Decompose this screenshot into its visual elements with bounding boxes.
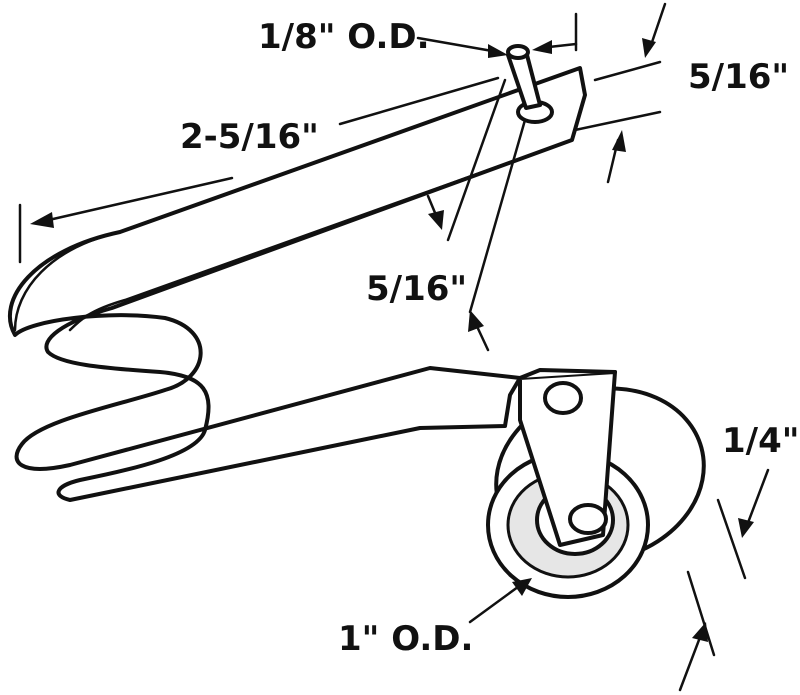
- pin-od-leader: [416, 36, 500, 54]
- wheel-thk-ext-2: [686, 570, 716, 657]
- label-wheel-thickness: 1/4": [722, 421, 799, 461]
- upper-arm: [8, 66, 587, 502]
- wheel-od-leader: [468, 582, 524, 624]
- label-pin-od: 1/8" O.D.: [258, 17, 430, 57]
- wheel-assembly: [486, 368, 706, 599]
- arrow-head: [692, 622, 708, 642]
- thickness-ext-top: [593, 60, 662, 82]
- pin: [506, 44, 554, 124]
- width-ext-left: [446, 78, 507, 242]
- wheel-thk-ext: [716, 498, 747, 580]
- arrow-head: [30, 212, 54, 228]
- label-width: 5/16": [366, 269, 467, 309]
- arrow-head: [532, 40, 552, 54]
- arrow-head: [428, 210, 444, 230]
- label-wheel-od: 1" O.D.: [338, 619, 473, 659]
- arrow-head: [738, 518, 754, 538]
- axle: [568, 503, 608, 535]
- arrow-head: [612, 130, 626, 152]
- arm-edge-line: [13, 66, 582, 332]
- spring-arm: [8, 66, 587, 502]
- wheel-thk-arrow-2: [678, 630, 704, 692]
- thickness-ext-bottom: [573, 110, 662, 132]
- arrow-head: [488, 44, 508, 58]
- width-ext-right: [468, 118, 527, 314]
- length-dim-left: [38, 176, 234, 224]
- dimension-lines: [18, 2, 770, 692]
- wheel-thk-arrow: [744, 468, 770, 530]
- arrow-head: [642, 38, 656, 58]
- label-length: 2-5/16": [180, 117, 319, 157]
- arrow-head: [468, 310, 484, 332]
- bracket-rivet: [543, 381, 583, 415]
- thickness-arrow-top: [648, 2, 667, 50]
- labels: 1/8" O.D. 2-5/16" 5/16" 5/16" 1/4" 1" O.…: [180, 17, 799, 659]
- bracket-top-edge: [518, 368, 617, 380]
- arm-edge-line-lower: [68, 138, 574, 332]
- pin-top: [506, 44, 530, 60]
- label-thickness: 5/16": [688, 57, 789, 97]
- length-dim-right: [338, 76, 500, 126]
- arrow-head: [512, 578, 532, 596]
